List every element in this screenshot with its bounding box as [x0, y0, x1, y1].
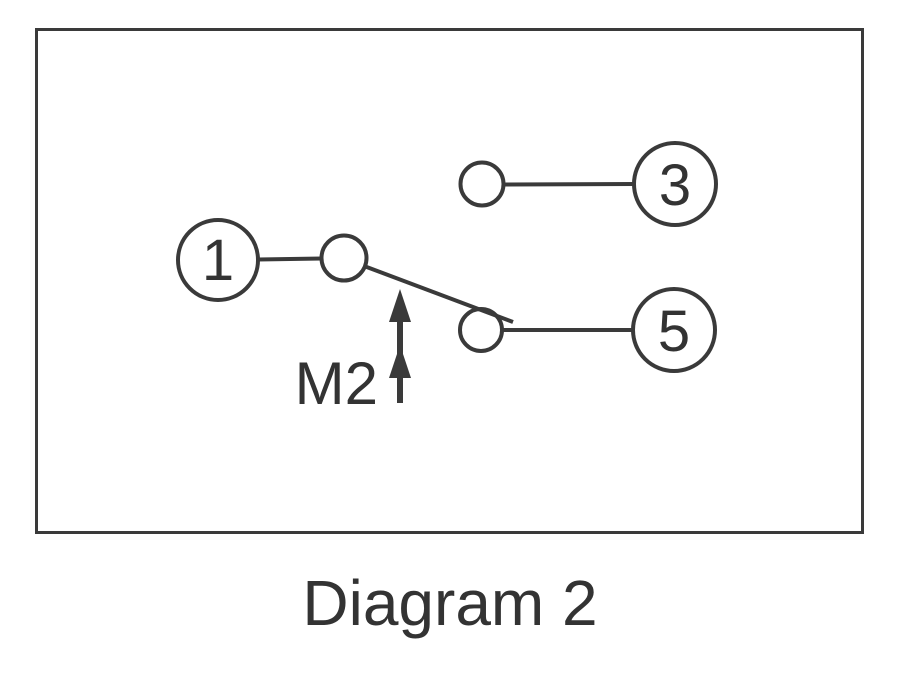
- diagram-linework: [35, 28, 864, 534]
- terminal-5-circle: [631, 287, 717, 373]
- actuator-label: M2: [295, 350, 378, 417]
- diagram-caption: Diagram 2: [302, 567, 597, 639]
- terminal-3-wire: [504, 182, 636, 187]
- terminal-3-label: 3: [659, 153, 691, 218]
- diagram-labels: 1 3 5 M2 Diagram 2: [202, 153, 691, 639]
- terminal-1-wire: [257, 256, 323, 262]
- arrowhead-middle-icon: [389, 345, 411, 378]
- terminal-5-contact-circle: [458, 307, 504, 353]
- switch-lever: [363, 264, 514, 324]
- actuator-arrowheads: [389, 289, 411, 378]
- terminal-3-contact-circle: [458, 160, 506, 208]
- terminal-1-circle: [176, 218, 260, 302]
- terminal-5-label: 5: [658, 299, 690, 364]
- diagram-border: [35, 28, 864, 534]
- common-contact-circle: [319, 233, 369, 283]
- terminal-1-label: 1: [202, 228, 234, 293]
- arrowhead-top-icon: [389, 289, 411, 322]
- terminal-3-circle: [632, 141, 718, 227]
